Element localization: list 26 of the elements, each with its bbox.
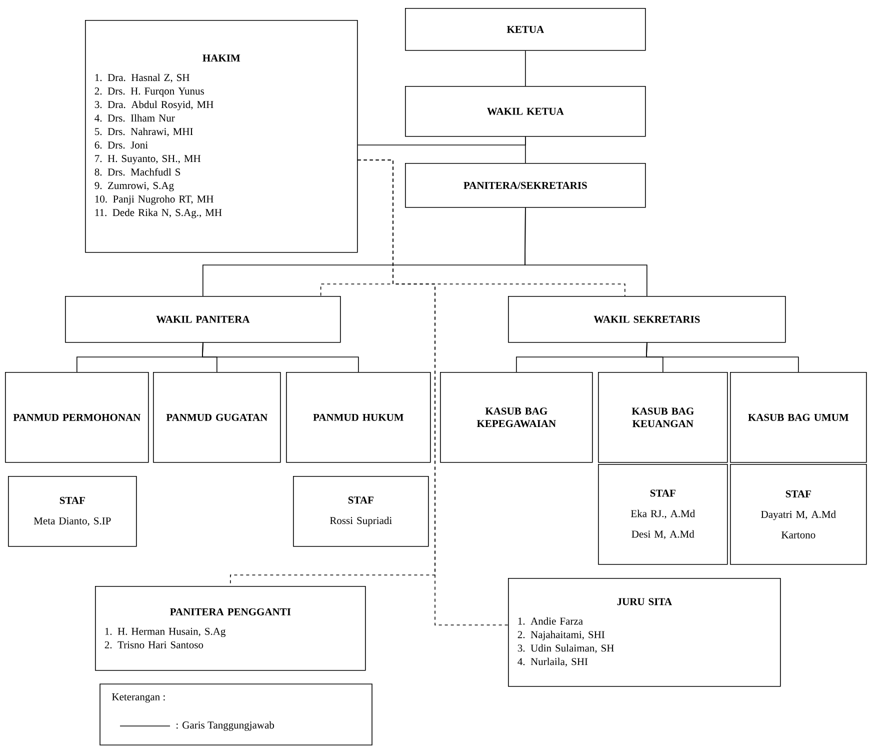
staff-box: STAF Eka RJ., A.Md Desi M, A.Md xyxy=(598,464,728,565)
connector-line xyxy=(357,160,508,626)
position-box: PANITERA/SEKRETARIS xyxy=(405,163,646,208)
position-box: KASUB BAG KEUANGAN xyxy=(598,372,728,463)
staff-box: STAF Dayatri M, A.Md Kartono xyxy=(730,464,867,565)
member-list-box: JURU SITA 1. Andie Farza 2. Najahaitami, SHI 3. Udin Sulaiman, SH 4. Nurlaila, SHI xyxy=(508,578,781,687)
position-box: KASUB BAG KEPEGAWAIAN xyxy=(440,372,593,463)
position-box: WAKIL KETUA xyxy=(405,86,646,137)
connector-line xyxy=(202,342,359,372)
position-box: KASUB BAG UMUM xyxy=(730,372,867,463)
position-box: PANMUD PERMOHONAN xyxy=(5,372,149,463)
legend-title: Keterangan : xyxy=(112,693,165,703)
connector-line xyxy=(646,342,799,372)
member-list-box: HAKIM 1. Dra. Hasnal Z, SH 2. Drs. H. Furqon Yunus 3. Dra. Abdul Rosyid, MH 4. Drs. Ilham Nur 5. Drs. Nahrawi, MHI 6. Drs. Joni 7. H. Suyanto, SH., MH 8. Drs. Machfudl S 9. Zumrowi, S.Ag 10. Panji Nugroho RT, MH 11. Dede Rika N, S.Ag., MH xyxy=(85,20,358,253)
staff-box: STAF Meta Dianto, S.IP xyxy=(8,476,137,547)
staff-box: STAF Rossi Supriadi xyxy=(293,476,429,547)
connector-line xyxy=(525,50,526,86)
position-box: KETUA xyxy=(405,8,646,51)
connector-line xyxy=(357,136,526,146)
legend-text: : Garis Tanggungjawab xyxy=(176,721,274,731)
connector-line xyxy=(524,207,648,296)
position-box: PANMUD HUKUM xyxy=(286,372,431,463)
position-box: WAKIL PANITERA xyxy=(65,296,341,343)
position-box: WAKIL SEKRETARIS xyxy=(508,296,786,343)
member-list-box: PANITERA PENGGANTI 1. H. Herman Husain, S.Ag 2. Trisno Hari Santoso xyxy=(95,586,366,671)
position-box: PANMUD GUGATAN xyxy=(153,372,281,463)
